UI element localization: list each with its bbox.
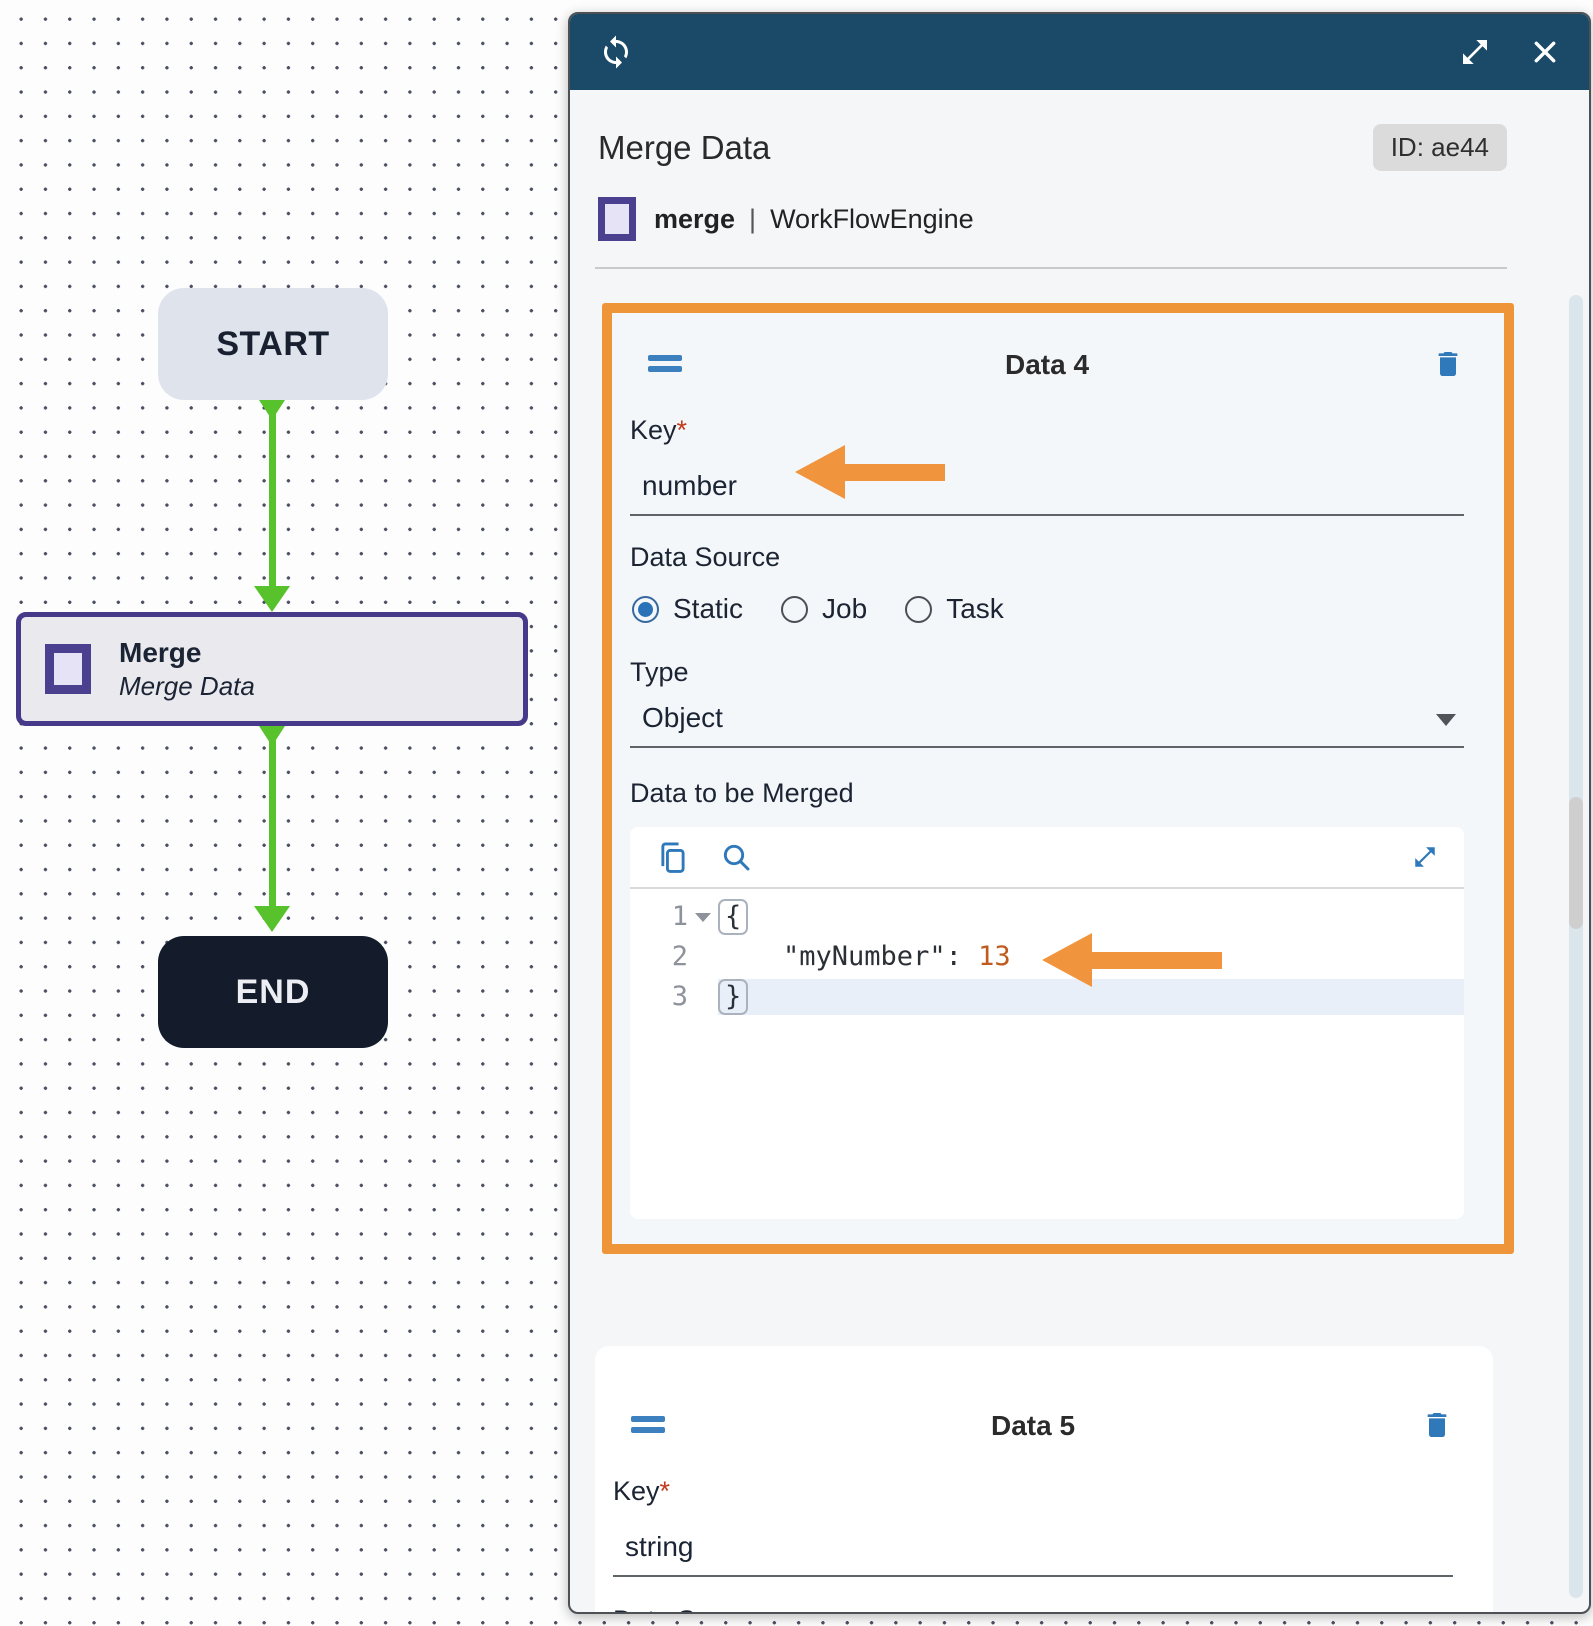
drag-handle-icon[interactable]	[631, 1416, 665, 1438]
data5-key-underline	[613, 1575, 1453, 1577]
edge-merge-end-source-port	[259, 726, 285, 746]
code-line-1[interactable]: 1 {	[630, 897, 1464, 937]
radio-static-circle[interactable]	[632, 595, 659, 623]
panel-scrollbar-thumb[interactable]	[1569, 797, 1583, 929]
radio-static[interactable]: Static	[632, 593, 743, 625]
copy-icon[interactable]	[656, 840, 688, 874]
data4-key-input[interactable]: number	[642, 470, 737, 501]
node-end-label: END	[235, 972, 311, 1011]
expand-editor-icon[interactable]	[1412, 844, 1438, 870]
data4-datasource-options: Static Job Task	[632, 591, 1464, 627]
line-number: 3	[671, 981, 688, 1012]
data4-datasource-label: Data Source	[630, 542, 781, 572]
activity-type-icon	[598, 197, 636, 241]
data4-type-underline	[630, 746, 1464, 748]
merge-activity-icon	[45, 644, 91, 694]
data4-key-underline	[630, 514, 1464, 516]
radio-job-circle[interactable]	[781, 595, 809, 623]
node-merge-title: Merge	[119, 636, 202, 668]
data4-type-value: Object	[642, 702, 723, 733]
header-divider	[595, 267, 1507, 269]
close-brace: }	[718, 979, 749, 1015]
radio-task-circle[interactable]	[905, 595, 933, 623]
radio-job[interactable]: Job	[781, 593, 867, 625]
code-line-2[interactable]: 2 "myNumber": 13	[630, 937, 1464, 977]
drag-handle-icon[interactable]	[648, 355, 682, 377]
editor-toolbar	[630, 827, 1464, 889]
side-panel: Merge Data ID: ae44 merge | WorkFlowEngi…	[568, 12, 1591, 1614]
edge-start-merge-source-port	[259, 400, 285, 420]
sync-icon[interactable]	[598, 34, 634, 70]
activity-engine-label: WorkFlowEngine	[770, 203, 974, 234]
edge-start-merge	[269, 402, 276, 592]
edge-start-merge-arrowhead-icon	[254, 586, 290, 612]
delete-data4-icon[interactable]	[1432, 347, 1464, 386]
node-merge[interactable]: Merge Merge Data	[16, 612, 528, 726]
code-line-3[interactable]: 3 }	[630, 977, 1464, 1017]
search-icon[interactable]	[720, 841, 752, 873]
data5-key-input[interactable]: string	[625, 1531, 694, 1562]
json-value: 13	[978, 941, 1011, 972]
data4-key-label: Key*	[630, 415, 688, 445]
expand-panel-icon[interactable]	[1459, 36, 1491, 68]
json-key: "myNumber"	[718, 941, 946, 972]
activity-summary: merge | WorkFlowEngine	[598, 197, 1561, 241]
panel-title: Merge Data	[598, 128, 771, 166]
json-colon: :	[945, 941, 979, 972]
node-start[interactable]: START	[158, 288, 388, 400]
required-marker: *	[659, 1476, 671, 1506]
node-merge-subtitle: Merge Data	[119, 670, 255, 701]
code-area[interactable]: 1 { 2 "myNumber": 13 3 }	[630, 889, 1464, 1017]
delete-data5-icon[interactable]	[1421, 1408, 1453, 1447]
activity-separator: |	[749, 203, 757, 234]
activity-type-label: merge	[654, 203, 736, 234]
node-start-label: START	[216, 324, 330, 363]
json-editor[interactable]: 1 { 2 "myNumber": 13 3 }	[630, 827, 1464, 1219]
close-icon[interactable]	[1529, 36, 1561, 68]
chevron-down-icon	[1436, 714, 1456, 726]
required-marker: *	[676, 415, 688, 445]
data5-title: Data 5	[990, 1410, 1076, 1441]
open-brace: {	[718, 899, 749, 935]
panel-scrollbar-track[interactable]	[1569, 295, 1583, 1598]
data5-datasource-label: Data Source	[613, 1605, 1453, 1612]
data-card-5: Data 5 Key* string Data Source	[595, 1346, 1493, 1612]
line-number: 2	[671, 941, 688, 972]
radio-task[interactable]: Task	[905, 593, 1004, 625]
line-number: 1	[671, 901, 688, 932]
data5-key-label: Key*	[613, 1476, 671, 1506]
node-end[interactable]: END	[158, 936, 388, 1048]
data4-type-label: Type	[630, 657, 689, 687]
data-card-4: Data 4 Key* number Data Source Static Jo…	[602, 303, 1514, 1254]
id-badge: ID: ae44	[1372, 124, 1507, 171]
data4-type-select[interactable]: Object	[630, 702, 1464, 748]
panel-header	[570, 14, 1589, 90]
data4-merged-label: Data to be Merged	[630, 778, 854, 808]
edge-merge-end-arrowhead-icon	[254, 906, 290, 932]
fold-caret-icon[interactable]	[688, 912, 718, 922]
data4-title: Data 4	[1004, 349, 1090, 380]
edge-merge-end	[269, 728, 276, 912]
